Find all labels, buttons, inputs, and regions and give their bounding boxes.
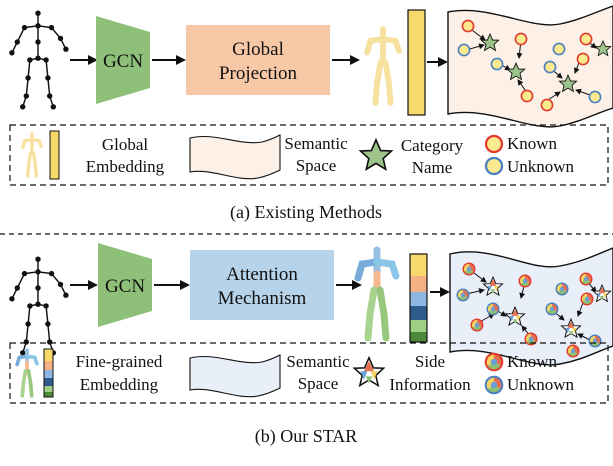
legend-embedding-vector-icon bbox=[49, 130, 60, 180]
legend-known-icon bbox=[486, 354, 503, 371]
semantic-space-b bbox=[449, 247, 613, 366]
legend-unknown-icon bbox=[486, 377, 503, 394]
fine-grained-embedding-vector bbox=[409, 253, 428, 343]
legend-a-category-line1: Category bbox=[401, 136, 464, 155]
legend-a-known: Known bbox=[507, 134, 558, 153]
caption-b: (b) Our STAR bbox=[255, 426, 358, 447]
legend-side-information-star-icon bbox=[353, 356, 385, 387]
gcn-block bbox=[98, 243, 152, 327]
legend-b-side-line1: Side bbox=[415, 352, 445, 371]
legend-a-category-line2: Name bbox=[412, 158, 453, 177]
legend-embedding-skeleton-icon bbox=[21, 132, 43, 178]
legend-b-space-line2: Space bbox=[298, 374, 339, 393]
attention-label-line2: Mechanism bbox=[218, 288, 307, 309]
legend-b bbox=[9, 342, 609, 404]
legend-a bbox=[9, 124, 609, 186]
skeleton-input-icon bbox=[8, 9, 70, 111]
legend-b-space-line1: Semantic bbox=[286, 352, 350, 371]
gcn-block bbox=[96, 16, 150, 104]
gcn-label: GCN bbox=[103, 51, 143, 72]
legend-a-unknown: Unknown bbox=[507, 157, 575, 176]
global-projection-block bbox=[186, 25, 330, 95]
legend-a-space-line1: Semantic bbox=[284, 134, 348, 153]
legend-b-embedding-line1: Fine-grained bbox=[76, 352, 163, 371]
legend-b-embedding-line2: Embedding bbox=[80, 375, 159, 394]
projection-label-line2: Projection bbox=[219, 63, 298, 84]
panel-b: GCN Attention Mechanism bbox=[8, 243, 613, 447]
attention-label-line1: Attention bbox=[226, 264, 298, 285]
legend-b-side-line2: Information bbox=[389, 375, 471, 394]
projection-label-line1: Global bbox=[232, 39, 284, 60]
global-embedding-skeleton-icon bbox=[367, 29, 399, 103]
semantic-space-b-contents bbox=[457, 263, 612, 357]
semantic-space-a-contents bbox=[457, 19, 612, 112]
legend-category-star-icon bbox=[359, 138, 393, 171]
global-embedding-vector bbox=[407, 9, 426, 116]
legend-known-icon bbox=[484, 134, 504, 154]
legend-b-unknown: Unknown bbox=[507, 375, 575, 394]
legend-a-space-line2: Space bbox=[296, 156, 337, 175]
legend-fine-grained-vector-icon bbox=[43, 348, 54, 398]
fine-grained-skeleton-icon bbox=[358, 250, 396, 338]
gcn-label: GCN bbox=[105, 276, 145, 297]
legend-semantic-space-icon bbox=[189, 354, 281, 398]
legend-a-embedding-line2: Embedding bbox=[86, 157, 165, 176]
panel-a: GCN Global Projection bbox=[8, 5, 613, 223]
attention-mechanism-block bbox=[190, 250, 334, 320]
legend-fine-grained-skeleton-icon bbox=[15, 348, 39, 398]
caption-a: (a) Existing Methods bbox=[230, 202, 382, 223]
legend-semantic-space-icon bbox=[189, 134, 281, 180]
legend-b-known: Known bbox=[507, 352, 558, 371]
skeleton-input-icon bbox=[8, 255, 70, 357]
legend-a-embedding-line1: Global bbox=[102, 135, 149, 154]
legend-unknown-icon bbox=[484, 156, 504, 176]
